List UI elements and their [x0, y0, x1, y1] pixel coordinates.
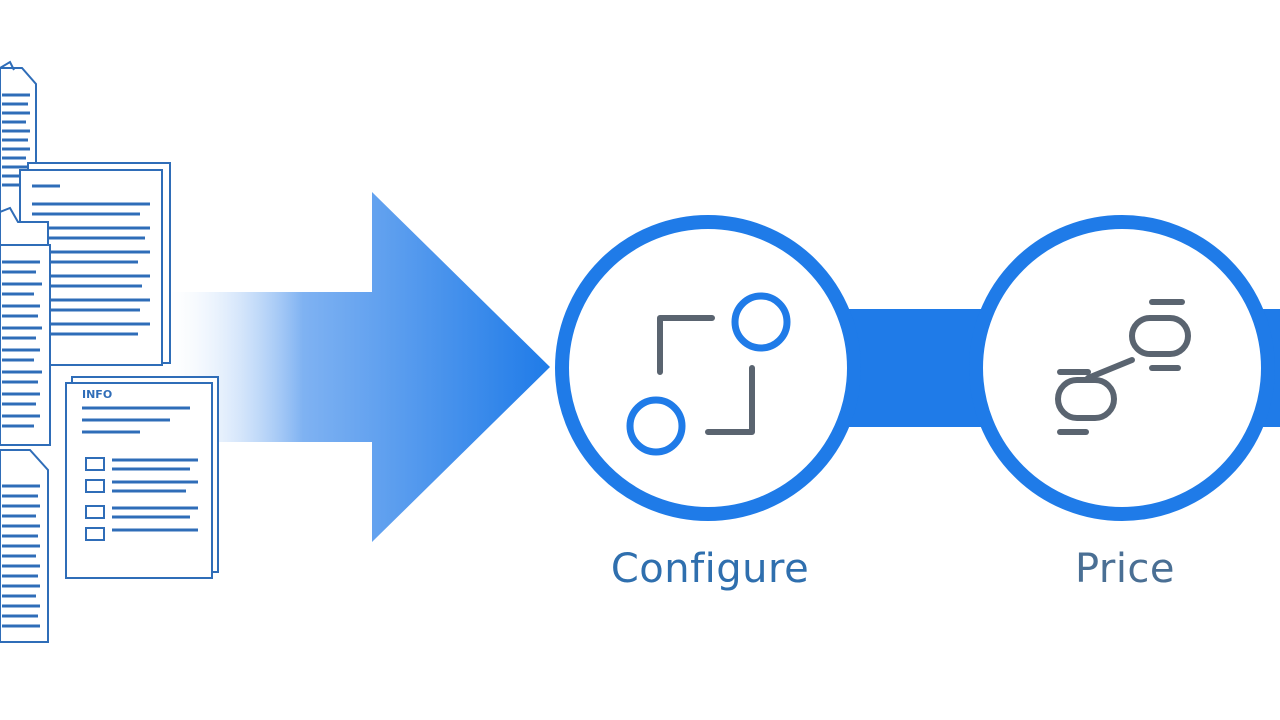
- price-label: Price: [1074, 546, 1176, 592]
- configure-label: Configure: [610, 546, 810, 592]
- configure-nodes-icon: [626, 292, 791, 456]
- price-step: [969, 215, 1275, 521]
- arrow-right-icon: [150, 192, 550, 542]
- document-header-text: INFO: [82, 388, 112, 401]
- price-links-icon: [1055, 299, 1191, 435]
- document-stack-icon: [0, 60, 219, 643]
- configure-step: [555, 215, 861, 521]
